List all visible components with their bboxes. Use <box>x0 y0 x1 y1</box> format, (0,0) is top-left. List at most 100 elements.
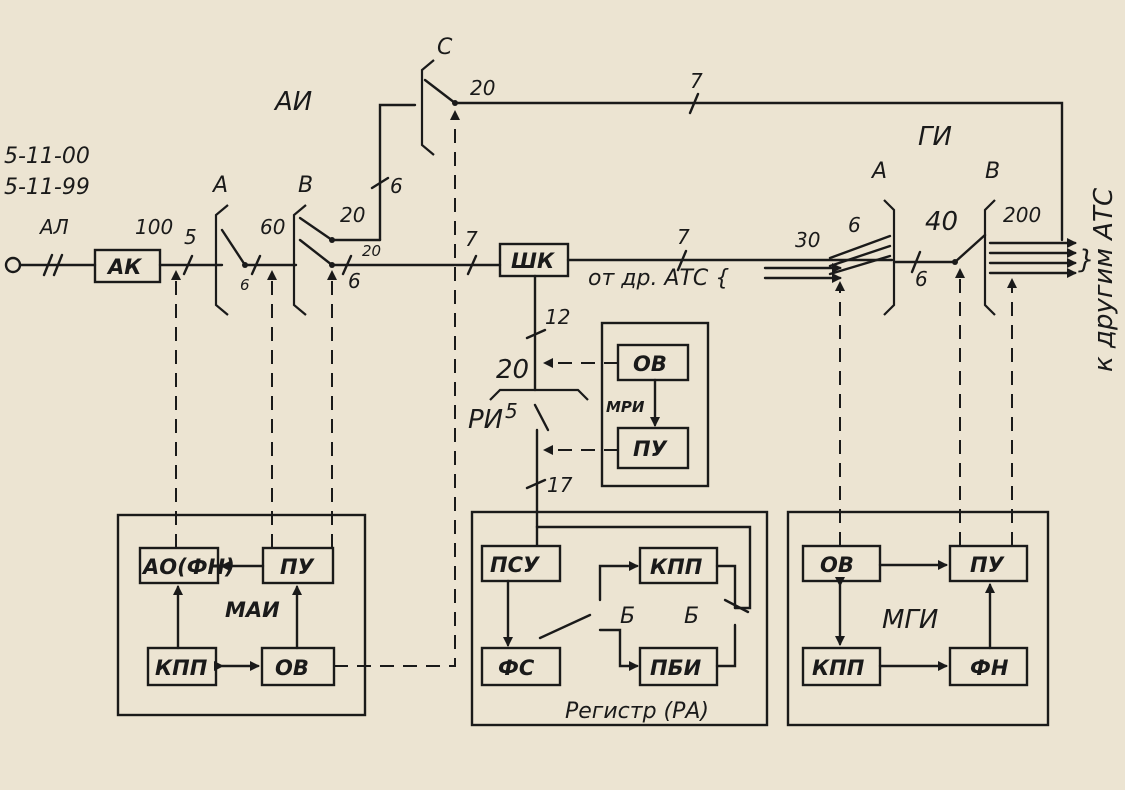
mri-frame <box>600 321 710 488</box>
ai-switch-a-frame <box>214 204 229 316</box>
shk-block-label: ШК <box>511 249 555 273</box>
gi-switch-a-frame <box>883 199 896 316</box>
gi-b-out: 200 <box>1003 203 1041 227</box>
ai-a-link-tick <box>250 254 262 276</box>
gi-b-link-tick <box>910 250 922 274</box>
shk-in-tick <box>466 254 478 276</box>
ai-b-count: 60 <box>260 215 285 239</box>
ai-b-link: 6 <box>348 269 361 293</box>
gi-a-contact-1 <box>828 234 892 260</box>
reg-link-tick <box>525 478 547 490</box>
mgi-fn-label: ФН <box>970 656 1009 680</box>
ri-sub: 5 <box>505 399 518 423</box>
mri-label: МРИ <box>606 398 645 416</box>
ai-b-out-20-lower: 20 <box>362 242 381 260</box>
reg-psu-block <box>480 544 562 583</box>
ai-switch-a-contact <box>220 228 247 267</box>
reg-fs-block <box>480 646 562 687</box>
gi-a-count: 30 <box>795 228 820 252</box>
ai-a-out: 5 <box>184 225 197 249</box>
ai-switch-c-label: С <box>437 35 453 60</box>
mri-pu-block <box>616 426 690 470</box>
ai-c-count: 20 <box>470 76 495 100</box>
gi-a-links: 6 <box>848 213 861 237</box>
mgi-label: МГИ <box>882 605 938 635</box>
ai-switch-c-frame <box>420 59 435 156</box>
gi-b-links: 6 <box>915 267 928 291</box>
ri-switch-contact <box>533 403 550 432</box>
gi-a-contact-3 <box>828 254 892 276</box>
ai-b-to-c-link <box>378 103 417 242</box>
gi-stage-label: ГИ <box>918 122 952 152</box>
mai-kpp-label: КПП <box>155 656 208 680</box>
gi-switch-b-frame <box>983 199 996 316</box>
reg-bus-to-pbi <box>598 628 639 671</box>
ai-c-link: 7 <box>690 69 703 93</box>
ai-switch-a-node <box>242 262 248 268</box>
subscriber-line-tick-2 <box>52 253 64 277</box>
mgi-pu-label: ПУ <box>970 553 1006 577</box>
mai-ctrl-ai-c <box>334 110 460 667</box>
ai-a-count: 100 <box>135 215 173 239</box>
ri-link: 12 <box>545 305 570 329</box>
number-code-1: 5-11-00 <box>4 144 90 169</box>
gi-b-node <box>952 259 958 265</box>
mgi-ov-label: ОВ <box>820 553 854 577</box>
reg-link: 17 <box>547 473 573 497</box>
ri-link-tick <box>525 328 547 340</box>
mgi-pu-block <box>948 544 1029 583</box>
reg-pbi-label: ПБИ <box>650 656 702 680</box>
ai-b-link-up: 6 <box>390 174 403 198</box>
shk-in: 7 <box>465 227 478 251</box>
reg-b1: Б <box>620 604 635 629</box>
ai-switch-b-contact-upper <box>298 216 334 242</box>
reg-b2: Б <box>684 604 699 629</box>
ai-c-to-gi-link <box>453 101 1064 242</box>
shk-out: 7 <box>677 225 690 249</box>
mri-ov-label: ОВ <box>633 352 667 376</box>
ai-c-link-tick <box>688 92 700 115</box>
ak-block-label: АК <box>106 255 142 279</box>
ri-count: 20 <box>496 355 529 385</box>
mai-ov-label: ОВ <box>275 656 309 680</box>
reg-b-contact <box>723 598 750 614</box>
reg-kpp-return <box>715 564 737 610</box>
mai-ao-block <box>138 546 220 585</box>
reg-bus-to-kpp <box>598 561 639 602</box>
mai-frame <box>116 513 367 717</box>
ri-stage-label: РИ <box>468 405 503 435</box>
mgi-fn-block <box>948 646 1029 687</box>
ai-stage-label: АИ <box>273 87 312 117</box>
reg-fs-label: ФС <box>498 656 535 680</box>
gi-switch-b-label: В <box>985 159 1000 184</box>
subscriber-line-tick-1 <box>42 253 54 277</box>
gi-switch-a-label: А <box>870 159 887 184</box>
ai-switch-b-contact-lower <box>298 238 334 267</box>
ri-switch-frame <box>489 388 589 401</box>
shk-out-tick <box>676 249 688 272</box>
ai-switch-c-contact <box>423 78 457 105</box>
trunk-ai-a-out-tick <box>182 254 194 276</box>
reg-psu-label: ПСУ <box>490 553 541 577</box>
mai-ao-label: АО(ФН) <box>141 555 235 579</box>
register-frame <box>470 510 769 727</box>
reg-kpp-label: КПП <box>650 555 703 579</box>
ai-switch-a-label: А <box>211 173 228 198</box>
mri-pu-label: ПУ <box>633 437 669 461</box>
ai-b-out-20-upper: 20 <box>340 203 365 227</box>
to-other-ats: к другим АТС <box>1089 187 1119 372</box>
mgi-frame <box>786 510 1050 727</box>
subscriber-line-label: АЛ <box>38 215 69 239</box>
mgi-kpp-label: КПП <box>812 656 865 680</box>
mai-label: МАИ <box>225 598 280 622</box>
to-other-ats-brace: } <box>1078 245 1095 275</box>
ai-a-link: 6 <box>240 276 250 294</box>
register-label: Регистр (РА) <box>565 699 709 724</box>
number-code-2: 5-11-99 <box>4 175 90 200</box>
ai-b-to-c-tick <box>370 176 390 190</box>
subscriber-terminal <box>4 256 22 274</box>
ai-switch-b-frame <box>292 204 307 316</box>
ai-switch-b-label: В <box>298 173 313 198</box>
gi-b-contact <box>953 233 987 264</box>
gi-a-contact-2 <box>828 244 892 268</box>
